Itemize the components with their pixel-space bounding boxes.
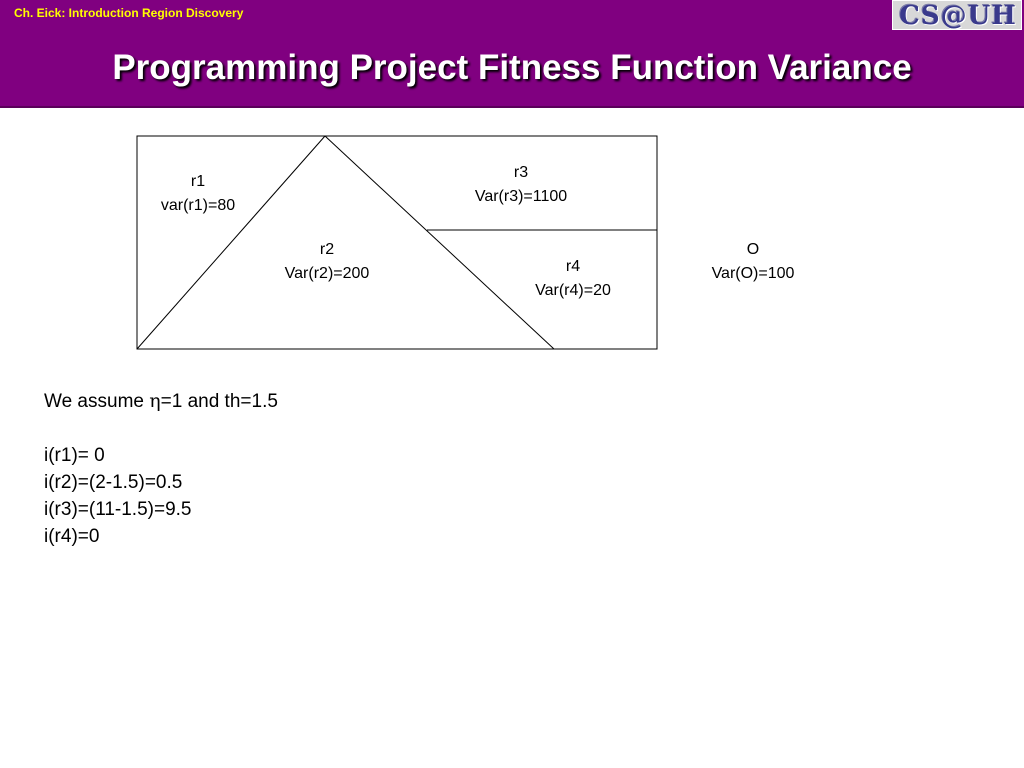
region-r3-variance: Var(r3)=1100	[475, 188, 567, 205]
region-r4-variance: Var(r4)=20	[535, 282, 611, 299]
logo-text: CS@UH	[899, 1, 1017, 31]
region-r2-variance: Var(r2)=200	[285, 265, 370, 282]
assumption-line: We assume η=1 and th=1.5	[44, 388, 278, 415]
interestingness-r2: i(r2)=(2-1.5)=0.5	[44, 472, 183, 493]
header-caption: Ch. Eick: Introduction Region Discovery	[14, 6, 244, 20]
eta-symbol: η	[149, 390, 161, 412]
outside-region-variance: Var(O)=100	[712, 265, 795, 282]
slide-body: We assume η=1 and th=1.5 i(r1)= 0 i(r2)=…	[44, 388, 278, 550]
interestingness-r4: i(r4)=0	[44, 526, 100, 547]
region-r2-left-edge	[136, 135, 326, 350]
slide-header: Ch. Eick: Introduction Region Discovery …	[0, 0, 1024, 108]
region-r1-variance: var(r1)=80	[161, 197, 235, 214]
outside-region-name: O	[747, 241, 759, 258]
blank-line	[44, 415, 278, 442]
assumption-prefix: We assume	[44, 391, 150, 412]
region-r3-name: r3	[514, 164, 528, 181]
interestingness-r1: i(r1)= 0	[44, 445, 105, 466]
region-r2-right-edge	[324, 135, 555, 350]
slide-title: Programming Project Fitness Function Var…	[112, 48, 912, 87]
dataset-boundary	[136, 135, 658, 350]
cs-uh-logo: CS@UH	[892, 0, 1022, 31]
region-r4-name: r4	[566, 258, 580, 275]
assumption-suffix: =1 and th=1.5	[160, 391, 278, 412]
interestingness-r3: i(r3)=(11-1.5)=9.5	[44, 499, 192, 520]
region-r2-name: r2	[320, 241, 334, 258]
region-r1-name: r1	[191, 173, 205, 190]
